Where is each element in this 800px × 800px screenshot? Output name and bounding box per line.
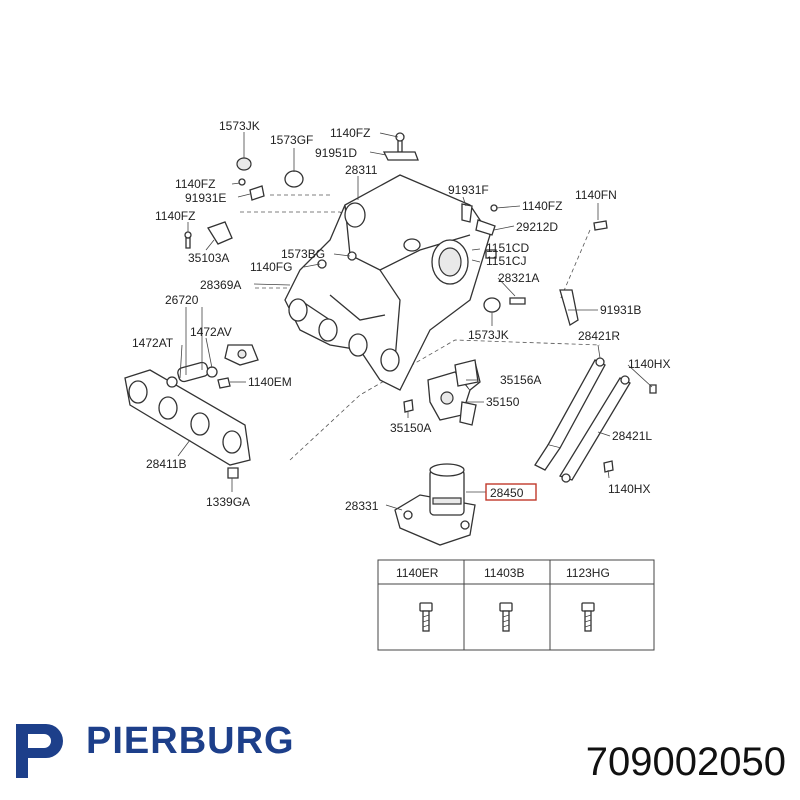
label-91931B: 91931B: [600, 303, 641, 317]
label-1151CJ: 1151CJ: [486, 254, 526, 268]
label-1573JK-top: 1573JK: [219, 119, 260, 133]
label-28421L: 28421L: [612, 429, 652, 443]
fastener-table: 1140ER 11403B 1123HG: [377, 559, 655, 651]
label-35150: 35150: [486, 395, 520, 409]
label-91931E: 91931E: [185, 191, 226, 205]
label-35150A: 35150A: [390, 421, 431, 435]
label-1140FN: 1140FN: [575, 188, 617, 202]
label-1140FZ-a: 1140FZ: [330, 126, 370, 140]
label-28311: 28311: [345, 163, 378, 177]
egr-valve: [394, 463, 476, 546]
highlight-box-28450: [485, 483, 537, 501]
table-header-1: 1140ER: [396, 566, 439, 580]
label-1140FZ-b: 1140FZ: [175, 177, 215, 191]
part-number: 709002050: [585, 740, 786, 784]
label-26720: 26720: [165, 293, 199, 307]
label-91931F: 91931F: [448, 183, 489, 197]
label-1140HX-b: 1140HX: [608, 482, 650, 496]
label-28369A: 28369A: [200, 278, 241, 292]
label-1472AT: 1472AT: [132, 336, 174, 350]
label-1573GF: 1573GF: [270, 133, 313, 147]
label-1140FZ-c: 1140FZ: [155, 209, 195, 223]
label-1140FZ-d: 1140FZ: [522, 199, 562, 213]
brand-name: PIERBURG: [86, 720, 295, 762]
bolt-icon: [581, 602, 595, 632]
label-28411B: 28411B: [146, 457, 186, 471]
label-1339GA: 1339GA: [206, 495, 250, 509]
part-labels: 1573JK 1573GF 1140FZ 91951D 28311 1140FZ…: [132, 119, 670, 513]
label-91951D: 91951D: [315, 146, 357, 160]
bolt-icon: [499, 602, 513, 632]
label-1140HX-a: 1140HX: [628, 357, 670, 371]
label-1472AV: 1472AV: [190, 325, 232, 339]
label-35156A: 35156A: [500, 373, 541, 387]
pcv-fittings: [166, 344, 259, 388]
leader-lines: [177, 132, 653, 511]
table-header-3: 1123HG: [566, 566, 610, 580]
support-brackets: [534, 289, 631, 483]
label-28321A: 28321A: [498, 271, 539, 285]
label-35103A: 35103A: [188, 251, 229, 265]
label-1140EM: 1140EM: [248, 375, 292, 389]
label-1573JK-mid: 1573JK: [468, 328, 509, 342]
label-29212D: 29212D: [516, 220, 558, 234]
label-1573BG: 1573BG: [281, 247, 325, 261]
table-header-2: 11403B: [484, 566, 524, 580]
label-1151CD: 1151CD: [486, 241, 529, 255]
intake-manifold: [284, 174, 491, 391]
small-parts: [184, 132, 657, 479]
label-1140FG: 1140FG: [250, 260, 292, 274]
pierburg-logo-icon: [16, 724, 63, 778]
label-28421R: 28421R: [578, 329, 620, 343]
exhaust-gasket: [124, 369, 251, 466]
label-28331: 28331: [345, 499, 379, 513]
label-28450: 28450: [490, 486, 524, 500]
bolt-icon: [419, 602, 433, 632]
